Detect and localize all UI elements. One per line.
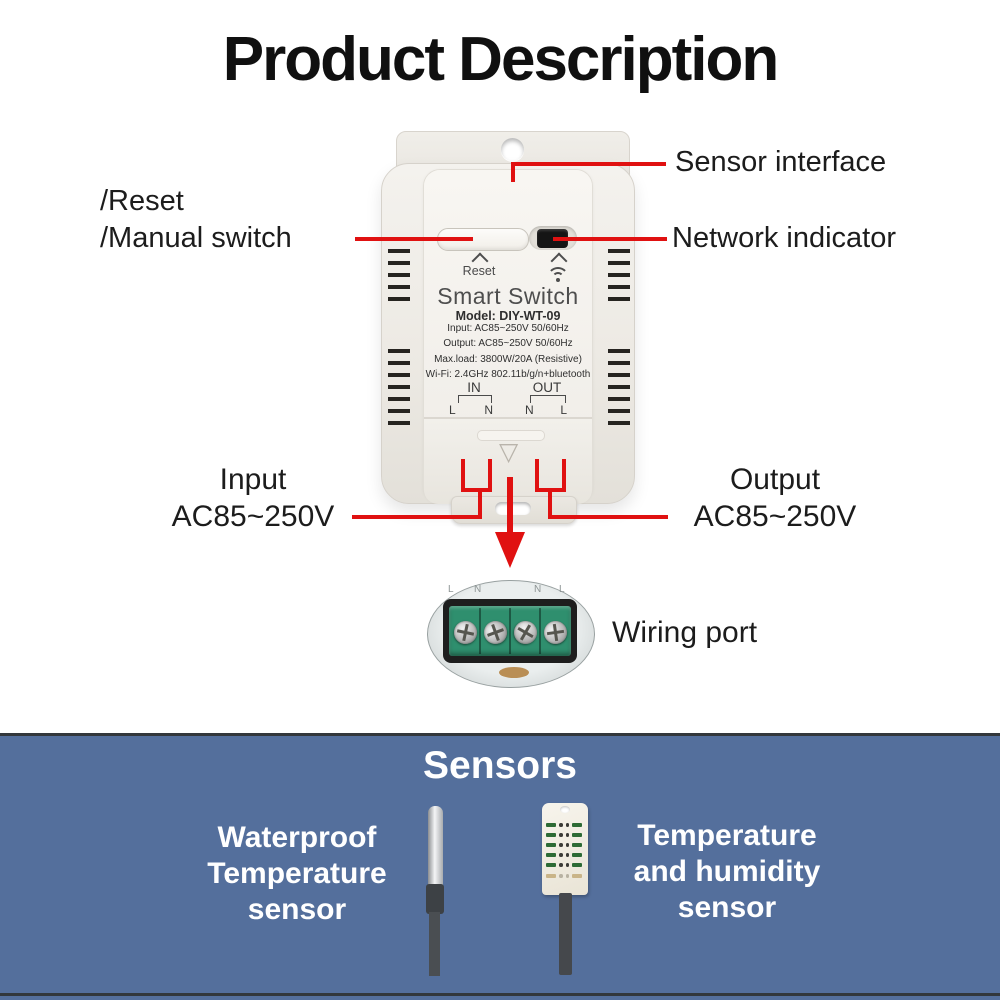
reset-label: /Reset [100,185,184,217]
in-terminal-labels: L N [449,403,493,417]
triangle-down-icon: ▽ [499,438,519,466]
port-terminal-label: L [448,584,454,595]
output-bracket-line [535,459,539,492]
mounting-hole-bottom [495,502,531,515]
device-reset-label: Reset [462,264,496,278]
caption-line: Waterproof [217,821,377,854]
manual-switch-label: /Manual switch [100,222,292,254]
device-in-label: IN [467,380,481,395]
in-terminal-bracket [458,395,492,403]
input-voltage: AC85~250V [171,500,335,533]
humidity-sensor-notch [560,806,570,813]
input-bracket-line [478,488,482,519]
output-bracket-line [548,488,552,519]
terminal-label: N [484,403,493,417]
spec-line: Input: AC85~250V 50/60Hz [447,323,569,334]
output-label: Output [729,463,821,496]
device-specs: Input: AC85~250V 50/60Hz Output: AC85~25… [424,321,592,382]
humidity-sensor-vents [546,823,584,827]
humidity-sensor-caption: Temperature and humidity sensor [602,818,852,926]
output-bracket-line [562,459,566,492]
output-leader-line [548,515,668,519]
vent-slots-right-lower [608,349,630,429]
humidity-sensor-vents [546,863,584,867]
humidity-sensor-image [542,803,588,895]
input-voltage-label: Input AC85~250V [153,461,353,535]
terminal-label: L [449,403,456,417]
terminal-divider [479,608,481,654]
network-indicator-label: Network indicator [672,222,897,254]
port-terminal-label: L [559,584,565,595]
terminal-divider [539,608,541,654]
sensors-panel-background [0,734,1000,1000]
vent-slots-right-upper [608,237,630,307]
humidity-sensor-cable [559,893,572,975]
humidity-sensor-vents [546,874,584,878]
terminal-label: L [560,403,567,417]
spec-line: Wi-Fi: 2.4GHz 802.11b/g/n+bluetooth [425,368,591,380]
caption-line: and humidity [633,855,821,888]
reset-leader-line [355,237,473,241]
caption-line: sensor [247,893,347,926]
network-leader-line [553,237,667,241]
caption-line: Temperature [637,819,817,852]
out-terminal-bracket [530,395,566,403]
port-terminal-label: N [474,584,482,595]
input-label: Input [219,463,287,496]
caption-line: Temperature [207,857,387,890]
terminal-divider [509,608,511,654]
temperature-probe-sleeve [426,884,444,914]
vent-slots-left-lower [388,349,410,429]
sensor-interface-label: Sensor interface [675,146,887,178]
device-out-label: OUT [532,380,562,395]
down-arrow-icon [507,477,513,534]
device-model: Model: DIY-WT-09 [455,309,561,323]
input-bracket-line [461,488,492,492]
down-arrow-icon [495,532,525,568]
port-terminal-label: N [534,584,542,595]
sensor-leader-line [511,162,666,166]
input-bracket-line [488,459,492,492]
caption-line: sensor [677,891,777,924]
terminal-label: N [525,403,534,417]
output-voltage-label: Output AC85~250V [675,461,875,535]
vent-slots-left-upper [388,237,410,307]
sensors-heading: Sensors [423,744,577,787]
temperature-probe-cable [429,912,440,976]
input-leader-line [352,515,482,519]
waterproof-sensor-caption: Waterproof Temperature sensor [172,820,422,928]
wiring-port-label: Wiring port [612,616,758,649]
humidity-sensor-vents [546,833,584,837]
spec-line: Output: AC85~250V 50/60Hz [443,338,573,350]
out-terminal-labels: N L [525,403,567,417]
humidity-sensor-vents [546,853,584,857]
device-name: Smart Switch [437,283,579,309]
sensor-leader-line [511,162,515,182]
mounting-hole-top [501,138,524,161]
temperature-probe-image [428,806,443,886]
input-bracket-line [461,459,465,492]
cover-slot [477,430,545,441]
spec-line: Max.load: 3800W/20A (Resistive) [434,353,582,365]
panel-border [0,733,1000,736]
wifi-icon [547,267,569,283]
humidity-sensor-vents [546,843,584,847]
page-title: Product Description [222,25,780,94]
port-detail [499,667,529,678]
reset-manual-switch-label: /Reset /Manual switch [100,183,292,257]
output-voltage: AC85~250V [693,500,857,533]
network-indicator-window [537,229,568,248]
panel-border [0,993,1000,996]
